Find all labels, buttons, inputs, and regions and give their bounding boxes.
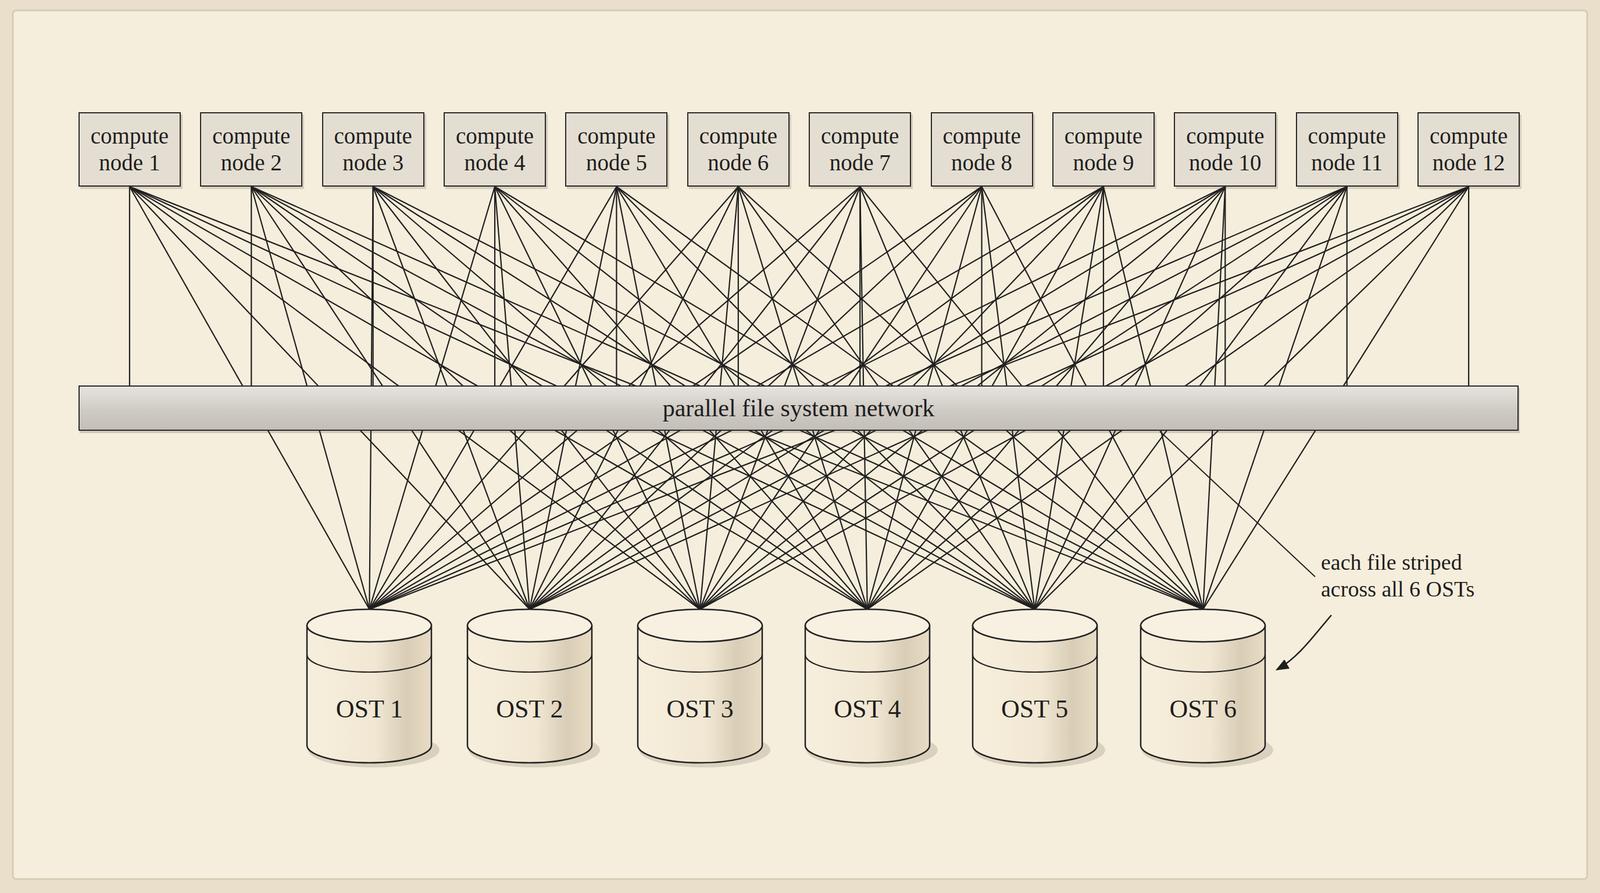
cylinder-outline	[305, 608, 441, 773]
compute-node-box: compute node 6	[687, 112, 790, 187]
cylinder-body	[972, 625, 1098, 763]
node-label: compute node 1	[81, 122, 178, 177]
cylinder-outline	[636, 608, 772, 773]
ost-cylinder: OST 1	[305, 608, 433, 769]
ost-cylinder: OST 6	[1139, 608, 1267, 769]
network-band: parallel file system network	[78, 385, 1519, 431]
ost-cylinder: OST 3	[636, 608, 764, 769]
node-label: compute node 12	[1420, 122, 1517, 177]
cylinder-top	[972, 609, 1098, 642]
cylinder-rim	[637, 654, 763, 673]
cylinder-top	[467, 609, 592, 642]
network-link	[129, 186, 131, 386]
node-label: compute node 11	[1299, 122, 1395, 177]
note-text: each file striped across all 6 OSTs	[1320, 548, 1519, 603]
cylinder-rim	[467, 654, 592, 673]
cylinder-body	[306, 625, 432, 763]
network-link	[1468, 186, 1470, 386]
compute-node-box: compute node 12	[1417, 112, 1520, 187]
node-label: compute node 3	[325, 122, 421, 177]
cylinder-top	[637, 609, 763, 642]
cylinder-outline	[466, 608, 602, 773]
cylinder-outline	[1139, 608, 1275, 773]
cylinder-top	[1140, 609, 1266, 642]
compute-node-box: compute node 3	[322, 112, 425, 187]
cylinder-outline	[804, 608, 939, 773]
cylinder-body	[1140, 625, 1266, 763]
network-label: parallel file system network	[662, 394, 935, 423]
cylinder-top	[306, 609, 432, 642]
node-label: compute node 4	[447, 122, 543, 177]
compute-node-box: compute node 2	[200, 112, 303, 187]
network-link	[615, 186, 617, 386]
ost-cylinder: OST 2	[466, 608, 594, 769]
cylinder-rim	[306, 654, 432, 673]
cylinder-rim	[805, 654, 930, 673]
network-link	[980, 186, 982, 386]
ost-label: OST 3	[666, 694, 734, 724]
ost-label: OST 6	[1169, 694, 1237, 724]
ost-label: OST 2	[495, 694, 563, 724]
cylinder-body	[637, 625, 763, 763]
compute-node-box: compute node 5	[565, 112, 668, 187]
compute-node-box: compute node 1	[78, 112, 181, 187]
node-label: compute node 8	[934, 122, 1030, 177]
leader-line	[1159, 431, 1316, 577]
compute-node-box: compute node 10	[1173, 112, 1277, 187]
node-label: compute node 6	[690, 122, 787, 177]
paper-sheet	[12, 10, 1588, 880]
compute-node-box: compute node 8	[930, 112, 1034, 187]
ost-label: OST 4	[833, 694, 901, 724]
node-label: compute node 5	[568, 122, 664, 177]
cylinder-rim	[972, 654, 1098, 673]
compute-node-box: compute node 4	[443, 112, 546, 187]
cylinder-top	[805, 609, 930, 642]
compute-node-box: compute node 9	[1052, 112, 1155, 187]
node-label: compute node 10	[1177, 122, 1273, 177]
compute-node-box: compute node 7	[808, 112, 912, 187]
node-label: compute node 2	[203, 122, 299, 177]
node-label: compute node 7	[812, 122, 908, 177]
node-label: compute node 9	[1055, 122, 1152, 177]
cylinder-outline	[971, 608, 1107, 773]
network-link	[250, 186, 252, 386]
ost-cylinder: OST 4	[804, 608, 931, 769]
compute-node-box: compute node 11	[1295, 112, 1399, 187]
cylinder-rim	[1140, 654, 1266, 673]
network-link	[1102, 186, 1105, 386]
network-link	[1224, 186, 1226, 386]
callout-arrow	[1276, 615, 1332, 670]
ost-label: OST 1	[336, 694, 403, 724]
ost-label: OST 5	[1001, 694, 1069, 724]
cylinder-body	[467, 625, 592, 763]
network-link	[494, 186, 496, 386]
network-link	[1346, 186, 1348, 386]
ost-cylinder: OST 5	[971, 608, 1099, 769]
cylinder-body	[805, 625, 930, 763]
